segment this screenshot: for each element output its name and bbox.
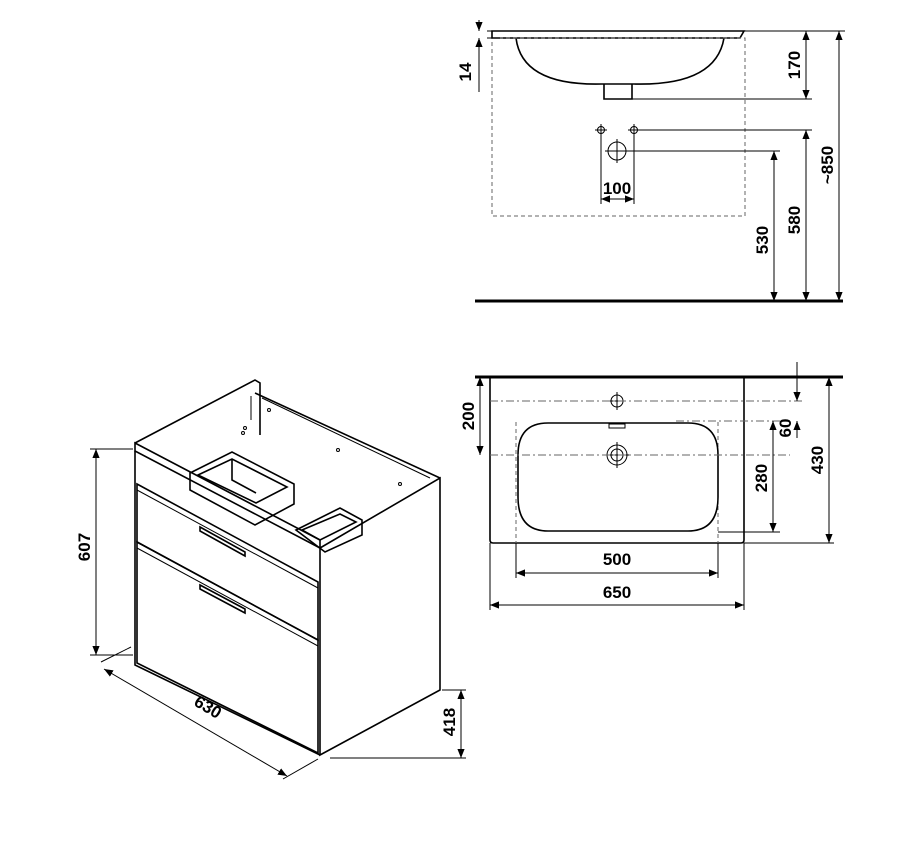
- cabinet-isometric: 607 630 418: [75, 379, 466, 780]
- dim-14: 14: [456, 62, 475, 81]
- basin-bowl: [515, 37, 725, 85]
- dim-60: 60: [776, 419, 795, 438]
- basin-outline: [489, 377, 745, 544]
- dim-530: 530: [753, 226, 772, 254]
- dim-650: 650: [603, 583, 631, 602]
- dim-430: 430: [808, 446, 827, 474]
- basin-bowl-top: [517, 422, 719, 532]
- dim-418: 418: [440, 708, 459, 736]
- dim-280: 280: [752, 464, 771, 492]
- bottom-drawer-handle: [199, 583, 246, 615]
- dim-170: 170: [785, 51, 804, 79]
- cabinet-back-panel: [134, 379, 261, 444]
- bottom-drawer-front: [136, 540, 319, 755]
- top-view: 200 60 430 280 500 650: [459, 362, 843, 610]
- dim-200: 200: [459, 402, 478, 430]
- side-view: 14 170 ~850 100 580 530: [456, 20, 845, 303]
- dim-630: 630: [191, 692, 225, 723]
- dim-500: 500: [603, 550, 631, 569]
- top-drawer-handle: [199, 525, 246, 558]
- cabinet-outline-dashed: [491, 37, 746, 217]
- dim-580: 580: [785, 206, 804, 234]
- cabinet-right-panel: [319, 476, 441, 757]
- basin-drain: [603, 84, 633, 100]
- dim-607: 607: [75, 533, 94, 561]
- basin-top-slab: [491, 30, 746, 39]
- inner-compartments: [189, 451, 363, 553]
- dim-100: 100: [603, 179, 631, 198]
- water-connectors: [595, 124, 640, 163]
- dim-850: ~850: [818, 146, 837, 184]
- top-drawer-front: [136, 482, 319, 642]
